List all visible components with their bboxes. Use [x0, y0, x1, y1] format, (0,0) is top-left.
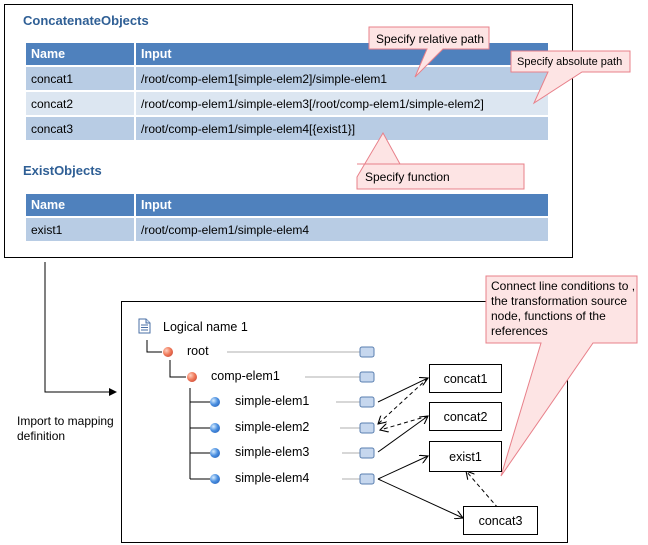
import-connector	[44, 262, 117, 396]
callout-connect-text: Connect line conditions to , the transfo…	[491, 279, 635, 339]
row-name: exist1	[26, 216, 136, 241]
callout-connect-line: node, functions of the	[491, 309, 606, 323]
target-concat2[interactable]: concat2	[429, 402, 502, 431]
row-name: concat2	[26, 90, 136, 116]
callout-relative-shape	[368, 26, 490, 78]
callout-function: Specify function	[365, 170, 450, 184]
concatenate-title: ConcatenateObjects	[23, 13, 149, 28]
target-exist1[interactable]: exist1	[429, 441, 502, 472]
port-guides	[227, 351, 360, 480]
callout-absolute-path: Specify absolute path	[517, 56, 623, 68]
exist-table: Name Input exist1 /root/comp-elem1/simpl…	[26, 194, 548, 241]
tree-node-simple-elem3[interactable]: simple-elem3	[235, 445, 310, 459]
arrow-simple-elem3-to-concat2	[377, 416, 428, 453]
port-root	[359, 346, 375, 358]
callout-connect-shape	[485, 275, 638, 477]
arrow-simple-elem4-to-concat3	[377, 478, 463, 518]
callout-connect-line: Connect line conditions to ,	[491, 279, 636, 293]
table-row: concat2 /root/comp-elem1/simple-elem3[/r…	[26, 90, 548, 116]
row-input: /root/comp-elem1/simple-elem3[/root/comp…	[135, 90, 548, 116]
tree-connectors	[146, 340, 210, 480]
root-node-icon	[163, 347, 173, 357]
port-simple-elem3	[359, 447, 375, 459]
ports	[359, 346, 375, 485]
tree-node-simple-elem2[interactable]: simple-elem2	[235, 420, 310, 434]
port-simple-elem2	[359, 422, 375, 434]
row-input: /root/comp-elem1[simple-elem2]/simple-el…	[135, 65, 548, 91]
logical-name-label: Logical name 1	[163, 320, 248, 334]
simple-elem-node-icon	[210, 423, 220, 433]
simple-elem-node-icon	[210, 474, 220, 484]
arrow-simple-elem1-to-concat1	[377, 378, 428, 403]
port-comp-elem1	[359, 371, 375, 383]
column-header-name: Name	[26, 194, 136, 217]
row-name: concat1	[26, 65, 136, 91]
callout-connect-line: the transformation source	[491, 294, 628, 308]
column-header-input: Input	[135, 194, 548, 217]
row-name: concat3	[26, 115, 136, 140]
tree-node-comp-elem1[interactable]: comp-elem1	[211, 369, 280, 383]
port-simple-elem1	[359, 396, 375, 408]
arrow-concat2-to-simple-elem2	[380, 415, 429, 430]
column-header-name: Name	[26, 43, 136, 66]
import-label-line: definition	[17, 429, 66, 443]
callout-function-shape	[356, 131, 525, 190]
arrow-concat1-to-simple-elem2	[378, 377, 429, 424]
callout-connect-line: references	[491, 324, 548, 338]
callout-relative-path: Specify relative path	[376, 32, 485, 46]
target-concat3[interactable]: concat3	[463, 506, 538, 535]
arrow-simple-elem4-to-exist1	[377, 456, 428, 480]
comp-elem-node-icon	[187, 372, 197, 382]
tree-node-root[interactable]: root	[187, 344, 209, 358]
concatenate-table: Name Input concat1 /root/comp-elem1[simp…	[26, 43, 548, 140]
import-label-line: Import to mapping	[17, 414, 114, 428]
row-input: /root/comp-elem1/simple-elem4	[135, 216, 548, 241]
table-row: concat1 /root/comp-elem1[simple-elem2]/s…	[26, 65, 548, 91]
arrow-concat3-to-exist1	[466, 471, 499, 509]
table-row: exist1 /root/comp-elem1/simple-elem4	[26, 216, 548, 241]
callout-absolute-shape	[510, 50, 631, 105]
tree-node-simple-elem1[interactable]: simple-elem1	[235, 394, 310, 408]
port-simple-elem4	[359, 473, 375, 485]
import-label: Import to mapping definition	[17, 414, 114, 444]
document-icon	[138, 318, 151, 339]
table-row: concat3 /root/comp-elem1/simple-elem4[{e…	[26, 115, 548, 140]
simple-elem-node-icon	[210, 448, 220, 458]
tree-node-simple-elem4[interactable]: simple-elem4	[235, 471, 310, 485]
row-input: /root/comp-elem1/simple-elem4[{exist1}]	[135, 115, 548, 140]
target-concat1[interactable]: concat1	[429, 364, 502, 393]
simple-elem-node-icon	[210, 397, 220, 407]
exist-title: ExistObjects	[23, 163, 102, 178]
table-header-row: Name Input	[26, 194, 548, 217]
